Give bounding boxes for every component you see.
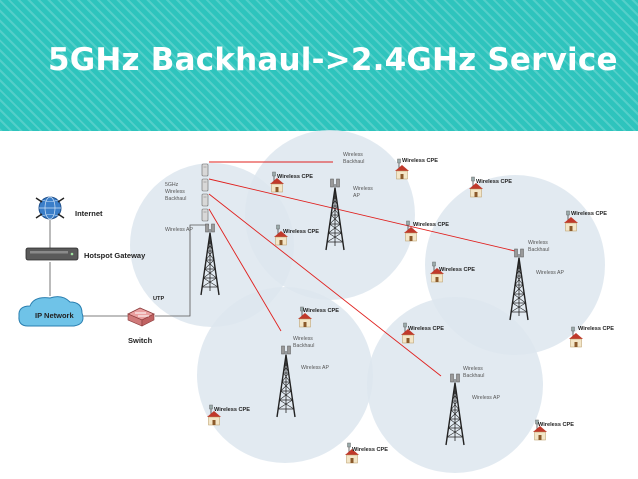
house-cpe-icon [344, 442, 360, 464]
wireless-cpe-label: Wireless CPE [283, 229, 319, 235]
wireless-cpe-label: Wireless CPE [277, 174, 313, 180]
wireless-ap-label-br: Wireless AP [472, 395, 501, 401]
wireless-ap-label: Wireless AP [165, 227, 194, 233]
backhaul-5ghz-line3: Backhaul [165, 196, 186, 202]
wireless-cpe-label: Wireless CPE [303, 308, 339, 314]
wireless-cpe-label: Wireless CPE [439, 267, 475, 273]
backhaul-links [208, 161, 516, 377]
wireless-cpe-label: Wireless CPE [352, 447, 388, 453]
wireless-backhaul-label-right-2: Backhaul [528, 247, 549, 253]
internet-label: Internet [75, 209, 103, 218]
slide-title: 5GHz Backhaul->2.4GHz Service [48, 42, 618, 78]
wireless-ap-label-right: Wireless AP [536, 270, 565, 276]
backhaul-link [208, 208, 282, 332]
backhaul-5ghz-line1: 5GHz [165, 182, 179, 188]
utp-label: UTP [153, 296, 164, 302]
wireless-backhaul-label-br-2: Backhaul [463, 373, 484, 379]
wireless-ap-label-top-1: Wireless [353, 186, 373, 192]
switch-icon [127, 307, 155, 327]
wireless-backhaul-label-br-1: Wireless [463, 366, 483, 372]
hotspot-gateway-icon [25, 247, 79, 261]
wireless-cpe-label: Wireless CPE [413, 222, 449, 228]
wireless-backhaul-label-bl-1: Wireless [293, 336, 313, 342]
wireless-cpe-label: Wireless CPE [538, 422, 574, 428]
ip-network-cloud-icon [18, 296, 84, 327]
wireless-backhaul-label-right-1: Wireless [528, 240, 548, 246]
wireless-ap-label-bl: Wireless AP [301, 365, 330, 371]
wireless-ap-label-top-2: AP [353, 193, 360, 199]
internet-globe-icon [35, 196, 65, 220]
ip-network-label: IP Network [35, 311, 74, 320]
switch-label: Switch [128, 336, 153, 345]
wireless-backhaul-label-top-1: Wireless [343, 152, 363, 158]
backhaul-link [208, 193, 442, 377]
hotspot-gateway-label: Hotspot Gateway [84, 251, 146, 260]
diagram-labels: Internet Hotspot Gateway IP Network UTP … [35, 152, 614, 453]
wireless-cpe-label: Wireless CPE [578, 326, 614, 332]
coverage-circle-top [245, 130, 415, 300]
coverage-areas [130, 130, 605, 473]
backhaul-link [208, 178, 516, 252]
backhaul-5ghz-line2: Wireless [165, 189, 185, 195]
wireless-backhaul-label-top-2: Backhaul [343, 159, 364, 165]
wireless-cpe-label: Wireless CPE [571, 211, 607, 217]
title-banner: 5GHz Backhaul->2.4GHz Service [0, 0, 638, 131]
wireless-cpe-label: Wireless CPE [476, 179, 512, 185]
wireless-cpe-label: Wireless CPE [408, 326, 444, 332]
wireless-cpe-label: Wireless CPE [402, 158, 438, 164]
wireless-backhaul-label-bl-2: Backhaul [293, 343, 314, 349]
wired-links [49, 220, 209, 317]
wireless-cpe-label: Wireless CPE [214, 407, 250, 413]
